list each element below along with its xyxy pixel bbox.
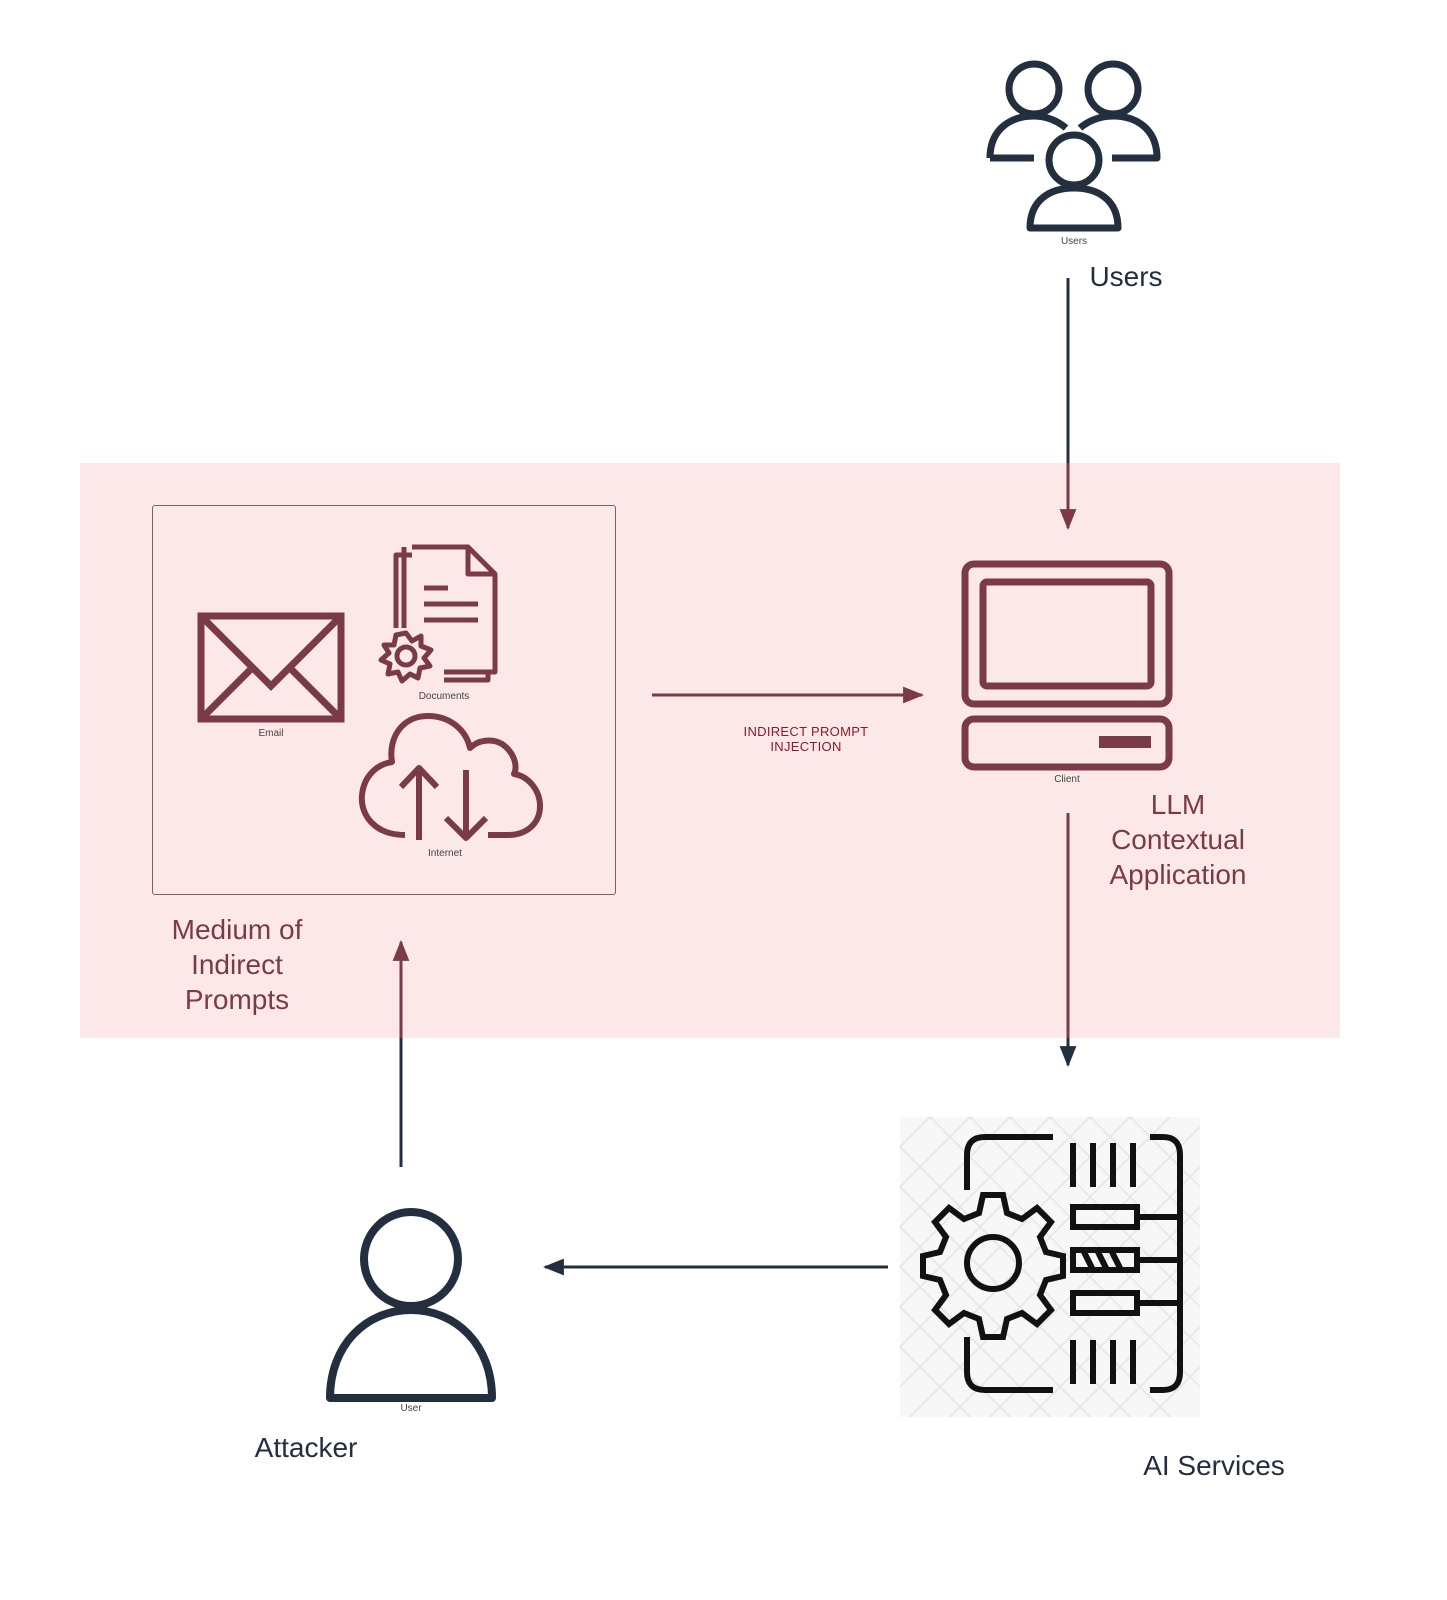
email-icon (197, 612, 345, 723)
ai-services-label: AI Services (1143, 1450, 1285, 1481)
attacker-label: Attacker (254, 1432, 358, 1463)
llm-context-zone (80, 463, 1340, 1038)
client-label: LLM Contextual Application (1109, 789, 1247, 890)
internet-caption: Internet (428, 848, 462, 859)
internet-cloud-icon (358, 713, 543, 841)
client-icon-caption: Client (1054, 774, 1080, 785)
attacker-icon-caption: User (400, 1403, 422, 1414)
users-icon-caption: Users (1060, 236, 1088, 247)
documents-caption: Documents (418, 691, 470, 702)
ai-services-icon (899, 1116, 1201, 1418)
client-computer-icon (961, 560, 1173, 771)
medium-label: Medium of Indirect Prompts (171, 914, 303, 1015)
users-label: Users (1089, 261, 1163, 292)
documents-icon (378, 544, 498, 684)
attacker-user-icon (326, 1208, 496, 1402)
users-group-icon (986, 60, 1161, 232)
medium-box[interactable] (152, 505, 616, 895)
email-caption: Email (258, 728, 284, 739)
edge-label-indirect-prompt-injection: INDIRECT PROMPT INJECTION (743, 724, 869, 754)
